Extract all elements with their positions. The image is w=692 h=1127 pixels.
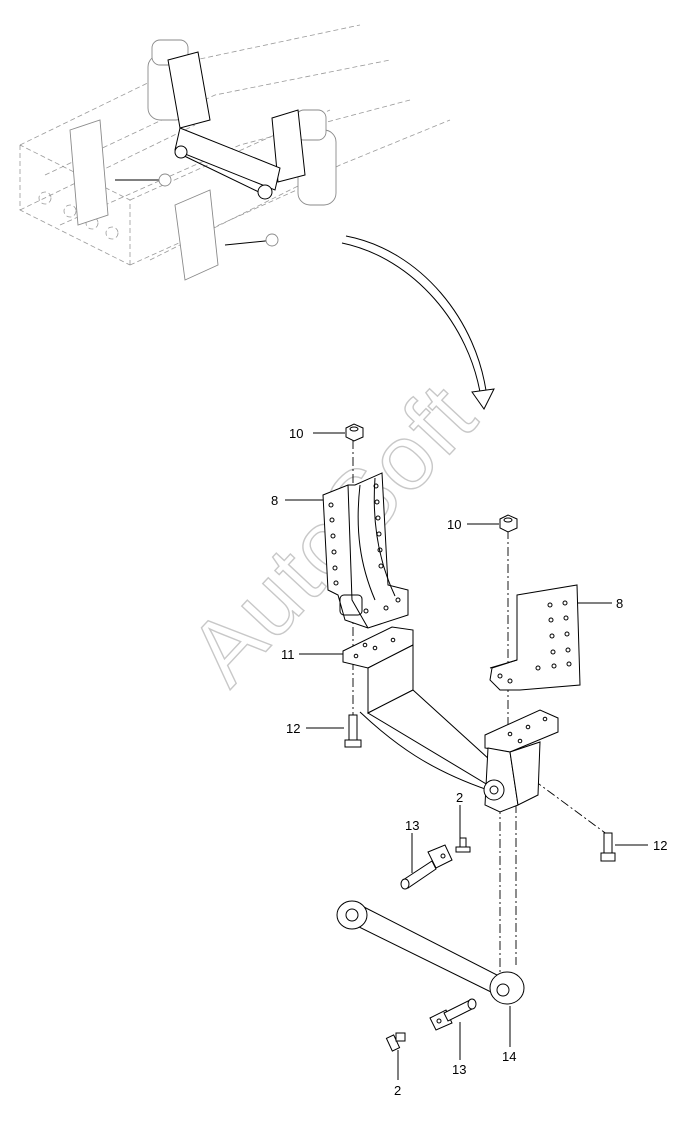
- small-bolt-upper: [455, 837, 471, 853]
- small-bolt-lower: [385, 1032, 406, 1052]
- overview-assembly: [19, 24, 451, 281]
- bolt-left: [344, 714, 362, 748]
- callout-8-bracket-right: 8: [616, 596, 623, 611]
- callout-13-pin-lower: 13: [452, 1062, 466, 1077]
- mounting-bracket-left: [322, 472, 409, 629]
- bolt-right: [600, 832, 616, 862]
- callout-2-small-bolt-upper: 2: [456, 790, 463, 805]
- callout-8-bracket-left: 8: [271, 493, 278, 508]
- view-transition-arrow: [341, 235, 495, 410]
- callout-12-bolt-left: 12: [286, 721, 300, 736]
- pivot-pin-lower: [429, 998, 477, 1031]
- callout-10-nut-left: 10: [289, 426, 303, 441]
- callout-13-pin-upper: 13: [405, 818, 419, 833]
- callout-2-small-bolt-lower: 2: [394, 1083, 401, 1098]
- callout-12-bolt-right: 12: [653, 838, 667, 853]
- torque-rod: [336, 900, 525, 1005]
- leader-lines: [285, 432, 648, 1080]
- callout-10-nut-right: 10: [447, 517, 461, 532]
- callout-labels: 10 8 10 8 11 12 2 12 13 14 13 2: [271, 426, 667, 1098]
- hex-nut-right: [499, 514, 518, 533]
- hex-nut-left: [345, 423, 364, 442]
- callout-11-crossmember: 11: [281, 647, 295, 662]
- callout-14-torque-rod: 14: [502, 1049, 516, 1064]
- crossmember: [342, 626, 559, 813]
- pivot-pin-upper: [400, 844, 453, 890]
- mounting-bracket-right: [489, 584, 581, 691]
